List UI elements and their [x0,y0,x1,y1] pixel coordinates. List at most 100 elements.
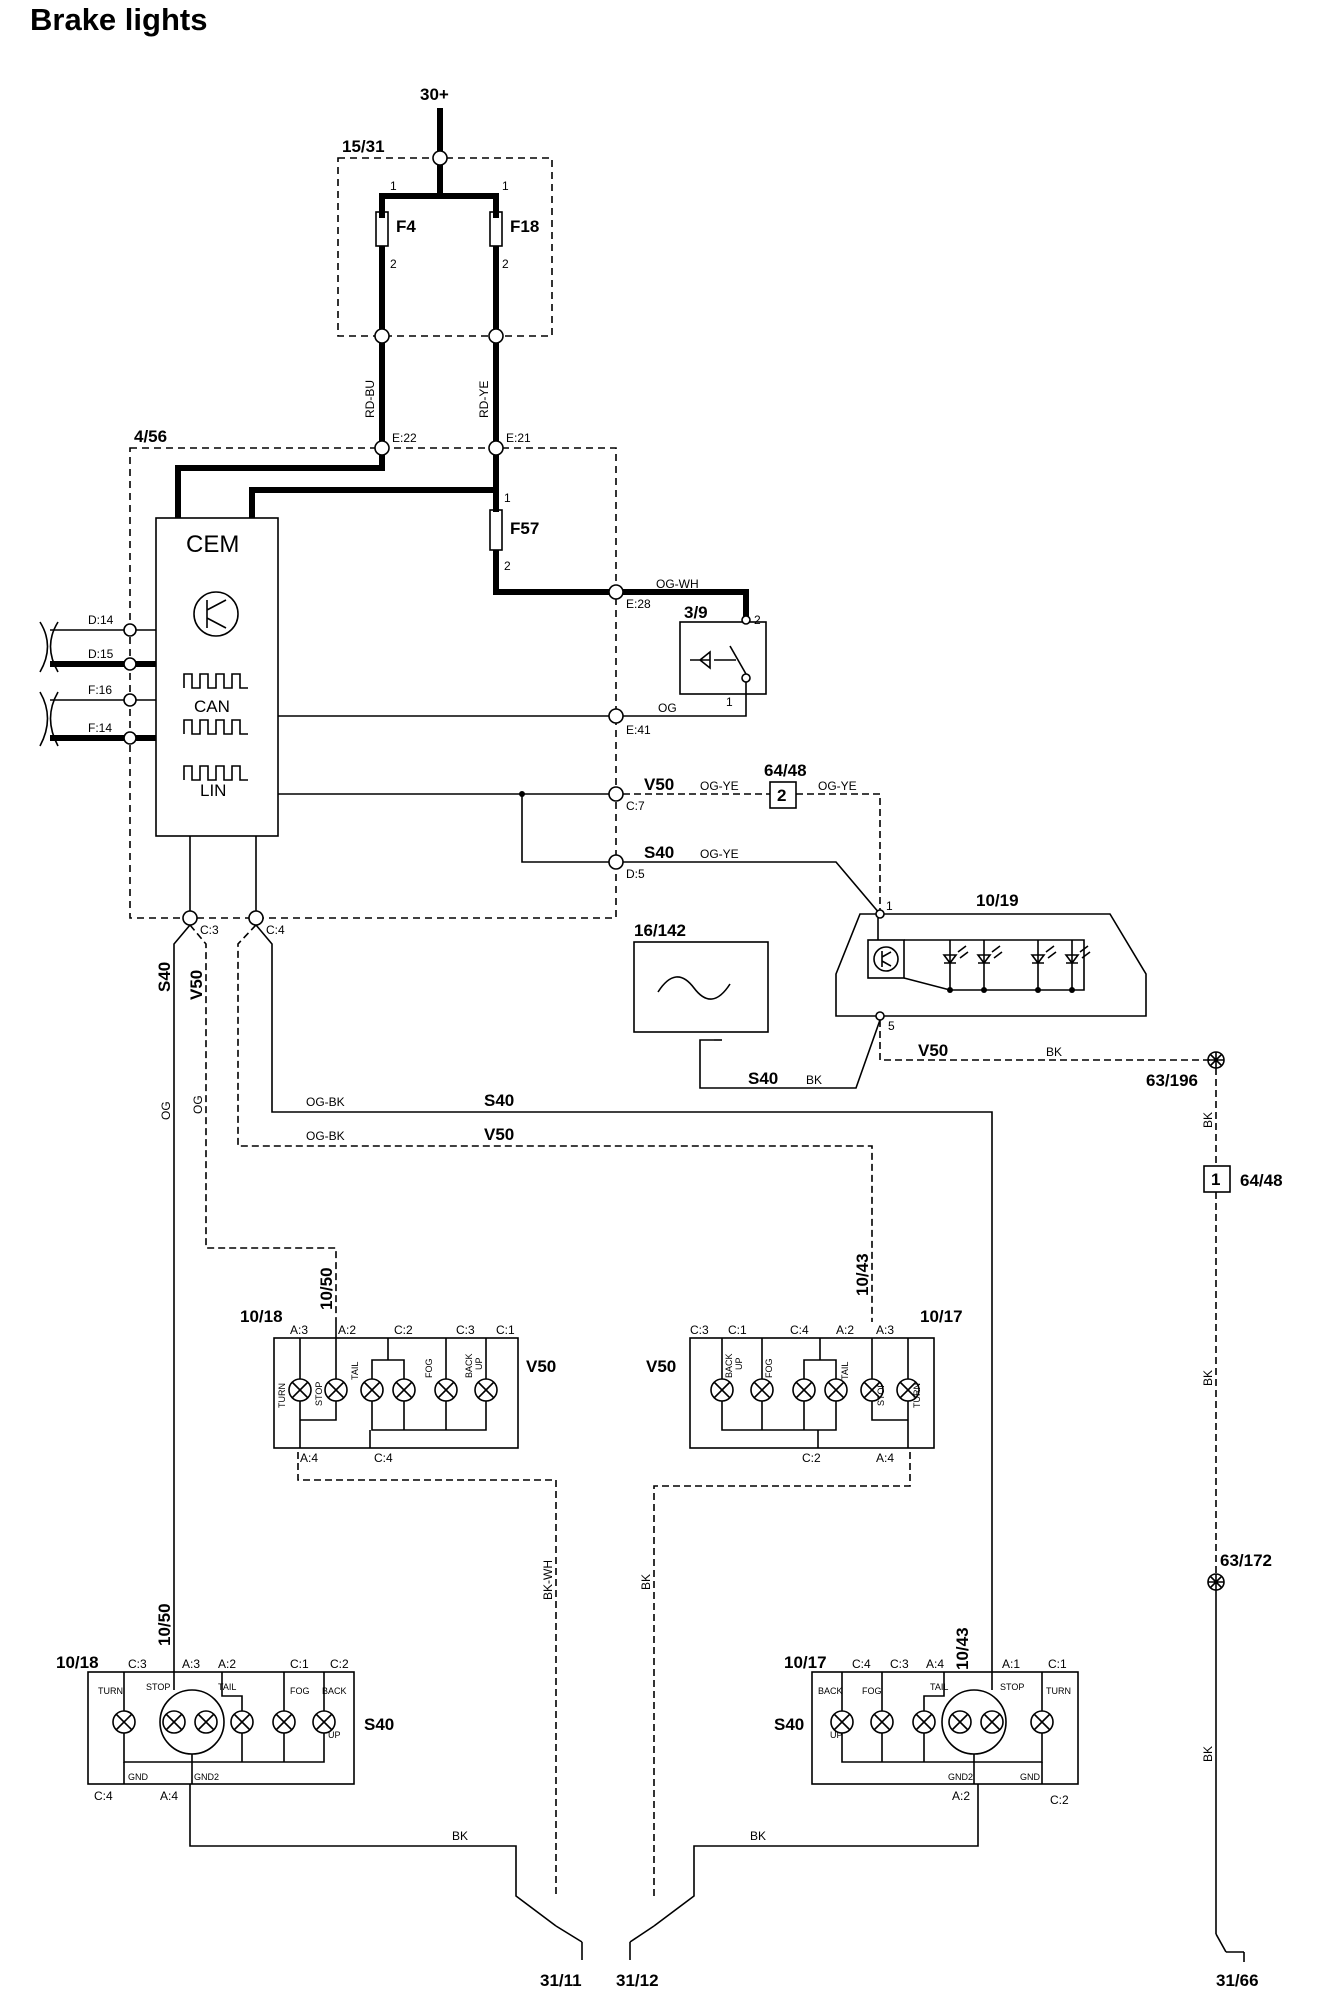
svg-text:A:2: A:2 [952,1789,970,1803]
network-connectors: D:14 D:15 F:16 F:14 [39,613,156,747]
wire-rd-ye: RD-YE [477,381,491,418]
svg-text:S40: S40 [748,1069,778,1088]
svg-text:V50: V50 [484,1125,514,1144]
svg-text:C:3: C:3 [200,923,219,937]
lin-label: LIN [200,781,226,800]
svg-text:10/17: 10/17 [784,1653,827,1672]
diagram-title: Brake lights [30,2,208,37]
svg-text:C:2: C:2 [802,1451,821,1465]
svg-text:C:1: C:1 [290,1657,309,1671]
svg-text:A:4: A:4 [926,1657,944,1671]
splice-10-43-s40: 10/43 [953,1627,972,1670]
fuse-f4-label: F4 [396,217,416,236]
svg-text:C:4: C:4 [374,1451,393,1465]
ground-31-11-label: 31/11 [540,1971,582,1990]
svg-text:C:1: C:1 [728,1323,747,1337]
high-stop-lamp-label: 10/19 [976,891,1019,910]
svg-text:1: 1 [502,179,509,193]
svg-text:1: 1 [1211,1170,1220,1189]
svg-text:A:2: A:2 [218,1657,236,1671]
sensor-16-142: 16/142 [633,921,769,1041]
svg-text:BK: BK [452,1829,468,1843]
v50-right-lamp-housing [689,1337,935,1449]
connector-64-48-bottom [1203,1165,1231,1193]
svg-text:2: 2 [754,613,761,627]
svg-text:1: 1 [504,491,511,505]
svg-text:BK: BK [750,1829,766,1843]
cem-module-box [129,447,617,919]
high-stop-lamp: 10/19 1 5 V50 BK [699,891,1212,1089]
svg-text:10/18: 10/18 [240,1307,283,1326]
svg-text:OG: OG [658,701,677,715]
svg-text:UP: UP [830,1730,843,1740]
s40-right-lamp-housing [811,1671,1079,1785]
svg-text:BK: BK [1201,1112,1215,1128]
svg-text:C:4: C:4 [94,1789,113,1803]
cem-module-label: 4/56 [134,427,167,446]
connector-64-48-top [769,781,797,809]
switch-actuator-icon [690,650,711,670]
svg-text:BACK: BACK [818,1686,843,1696]
svg-text:S40: S40 [644,843,674,862]
svg-text:OG: OG [159,1101,173,1120]
svg-text:2: 2 [390,257,397,271]
svg-text:2: 2 [777,786,786,805]
svg-text:10/18: 10/18 [56,1653,99,1672]
splice-10-43-v50: 10/43 [853,1253,872,1296]
fuse-f18-label: F18 [510,217,539,236]
svg-text:1: 1 [390,179,397,193]
high-stop-lamp-housing [835,913,1147,1017]
svg-text:V50: V50 [646,1357,676,1376]
svg-text:D:15: D:15 [88,647,114,661]
svg-text:1: 1 [886,899,893,913]
svg-text:C:1: C:1 [1048,1657,1067,1671]
svg-text:GND: GND [1020,1772,1041,1782]
svg-text:OG-BK: OG-BK [306,1095,345,1109]
svg-text:BK: BK [1046,1045,1062,1059]
svg-text:C:3: C:3 [890,1657,909,1671]
can-label: CAN [194,697,230,716]
cem-label: CEM [186,531,239,558]
svg-text:FOG: FOG [764,1359,774,1379]
svg-text:E:41: E:41 [626,723,651,737]
svg-text:UP: UP [734,1357,744,1370]
connector-64-48-label: 64/48 [764,761,807,780]
svg-text:BK: BK [806,1073,822,1087]
v50-right-lamp: 10/17 V50 C:3 C:1 C:4 A:2 A:3 BACK UP FO… [639,1307,963,1896]
sine-icon [657,976,731,1000]
svg-text:OG-YE: OG-YE [818,779,857,793]
svg-text:STOP: STOP [876,1382,886,1406]
svg-text:STOP: STOP [1000,1682,1024,1692]
splice-10-50-s40: 10/50 [155,1603,174,1646]
svg-text:TURN: TURN [98,1686,123,1696]
svg-text:A:2: A:2 [836,1323,854,1337]
svg-text:C:3: C:3 [690,1323,709,1337]
feed-wires: S40 OG 10/50 V50 OG 10/50 OG-BK V50 10/4… [155,924,993,1670]
svg-text:OG-YE: OG-YE [700,779,739,793]
svg-text:2: 2 [504,559,511,573]
svg-text:BK-WH: BK-WH [541,1560,555,1600]
svg-text:10/17: 10/17 [920,1307,963,1326]
svg-text:A:4: A:4 [160,1789,178,1803]
svg-text:STOP: STOP [146,1682,170,1692]
svg-text:C:3: C:3 [128,1657,147,1671]
svg-text:C:4: C:4 [790,1323,809,1337]
svg-text:E:21: E:21 [506,431,531,445]
svg-text:C:2: C:2 [330,1657,349,1671]
svg-text:GND2: GND2 [194,1772,219,1782]
svg-text:BK: BK [639,1574,653,1590]
svg-text:S40: S40 [774,1715,804,1734]
svg-text:A:3: A:3 [182,1657,200,1671]
v50-left-lamp: 10/18 V50 A:3 A:2 C:2 C:3 C:1 TURN STOP … [240,1307,557,1896]
svg-text:TAIL: TAIL [350,1362,360,1380]
lin-signal-icon [183,765,248,781]
svg-text:A:4: A:4 [300,1451,318,1465]
s40-left-lamp-housing [87,1671,355,1785]
led-array [942,940,1091,993]
svg-text:BK: BK [1201,1746,1215,1762]
fuse-box-label: 15/31 [342,137,385,156]
svg-text:F:16: F:16 [88,683,112,697]
sensor-box [633,941,769,1033]
s40-left-lamp: 10/18 S40 C:3 A:3 A:2 C:1 C:2 TURN STOP … [56,1653,557,1927]
